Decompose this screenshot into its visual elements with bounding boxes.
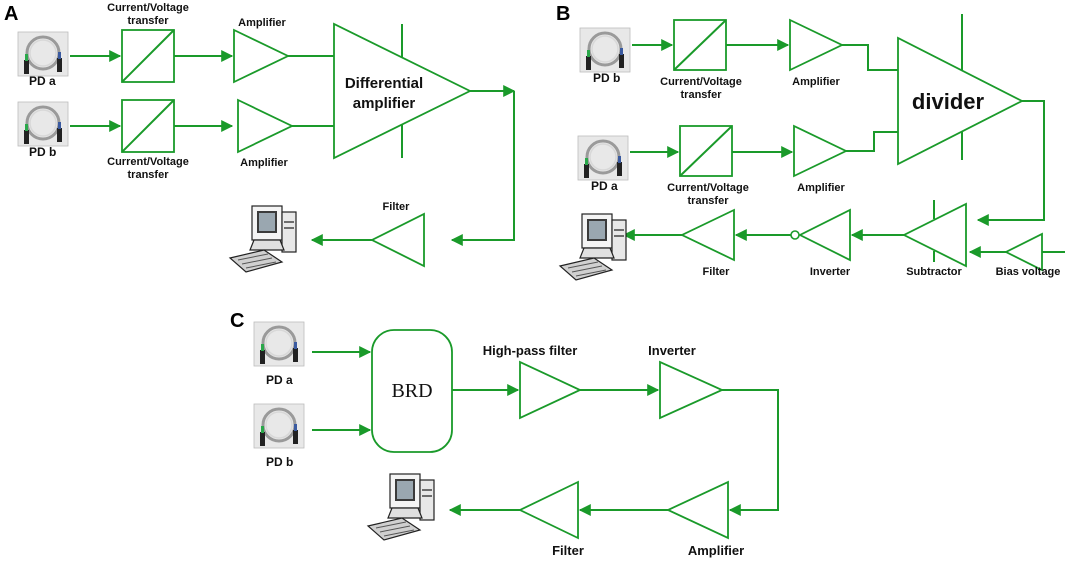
high-pass-filter-label: High-pass filter [483,343,578,358]
computer-icon-a [229,205,297,273]
inverter-block-c [659,360,725,420]
filter-a [369,212,425,268]
amplifier-block-c [665,480,729,540]
pd-a-label-b: PD a [591,179,618,193]
pd-b-label-a: PD b [29,145,56,159]
high-pass-filter-block [519,360,583,420]
cv-transfer-top-a [121,29,175,83]
subtractor-block [901,200,967,268]
inverter-label-b: Inverter [810,266,851,278]
cv-top-label-b1: Current/Voltage [660,76,742,88]
amplifier-bottom-a [237,98,295,154]
computer-icon-c [367,473,435,541]
cv-top-label-a2: transfer [128,15,170,27]
filter-block-c [517,480,579,540]
pd-b-label-c: PD b [266,455,293,469]
panel-label-a: A [4,3,18,25]
pd-b-icon-c [252,402,306,450]
differential-amplifier [333,22,473,160]
amp-bottom-label-a: Amplifier [240,157,288,169]
diff-amp-label-2: amplifier [353,95,416,112]
bias-voltage-label: Bias voltage [996,266,1061,278]
pd-a-icon [16,30,70,78]
diff-amp-label-1: Differential [345,75,423,92]
pd-b-icon [16,100,70,148]
subtractor-label: Subtractor [906,266,962,278]
filter-label-c: Filter [552,543,584,558]
amplifier-top-b [789,18,845,72]
brd-label: BRD [391,380,432,402]
panel-label-b: B [556,3,570,25]
divider-block [897,14,1024,166]
pd-b-label-b: PD b [593,71,620,85]
cv-bottom-label-b2: transfer [688,195,730,207]
filter-block-b [679,208,735,262]
amp-top-label-b: Amplifier [792,76,840,88]
amplifier-bottom-b [793,124,849,178]
filter-label-a: Filter [383,201,411,213]
pd-a-icon-c [252,320,306,368]
inverter-label-c: Inverter [648,343,696,358]
divider-label: divider [912,89,985,114]
inverter-block-b [790,208,851,262]
cv-bottom-label-a2: transfer [128,169,170,181]
cv-top-label-a1: Current/Voltage [107,2,189,14]
filter-label-b: Filter [703,266,731,278]
amp-top-label-a: Amplifier [238,17,286,29]
pd-a-icon-b [576,134,630,182]
amplifier-top-a [233,28,291,84]
panel-label-c: C [230,310,244,332]
cv-transfer-top-b [673,19,727,71]
bias-voltage-block [1003,232,1043,272]
cv-top-label-b2: transfer [681,89,723,101]
pd-a-label-c: PD a [266,373,293,387]
cv-bottom-label-b1: Current/Voltage [667,182,749,194]
cv-bottom-label-a1: Current/Voltage [107,156,189,168]
cv-transfer-bottom-a [121,99,175,153]
amp-bottom-label-b: Amplifier [797,182,845,194]
pd-b-icon-b [578,26,632,74]
computer-icon-b [559,213,627,281]
amplifier-label-c: Amplifier [688,543,744,558]
pd-a-label-a: PD a [29,74,56,88]
cv-transfer-bottom-b [679,125,733,177]
